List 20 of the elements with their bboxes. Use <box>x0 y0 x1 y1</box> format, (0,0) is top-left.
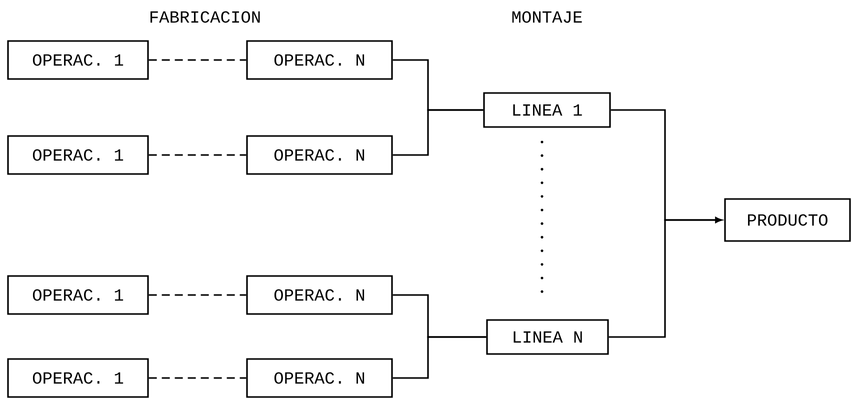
process-box: OPERAC. 1 <box>7 40 149 80</box>
process-box: OPERAC. N <box>246 275 393 315</box>
connector <box>392 109 484 156</box>
process-box: OPERAC. N <box>246 358 393 398</box>
connector <box>148 154 246 156</box>
connector <box>392 336 486 379</box>
section-heading: MONTAJE <box>512 11 582 23</box>
process-box: LINEA 1 <box>483 92 611 128</box>
connector <box>148 294 246 296</box>
process-box: OPERAC. 1 <box>7 135 149 175</box>
process-box: PRODUCTO <box>724 198 851 242</box>
process-box: LINEA N <box>486 319 609 355</box>
section-heading: FABRICACION <box>150 11 260 23</box>
process-box: OPERAC. 1 <box>7 358 149 398</box>
connector <box>608 217 722 338</box>
connector <box>148 377 246 379</box>
process-box: OPERAC. N <box>246 40 393 80</box>
connector <box>148 59 246 61</box>
process-box: OPERAC. N <box>246 135 393 175</box>
process-box: OPERAC. 1 <box>7 275 149 315</box>
